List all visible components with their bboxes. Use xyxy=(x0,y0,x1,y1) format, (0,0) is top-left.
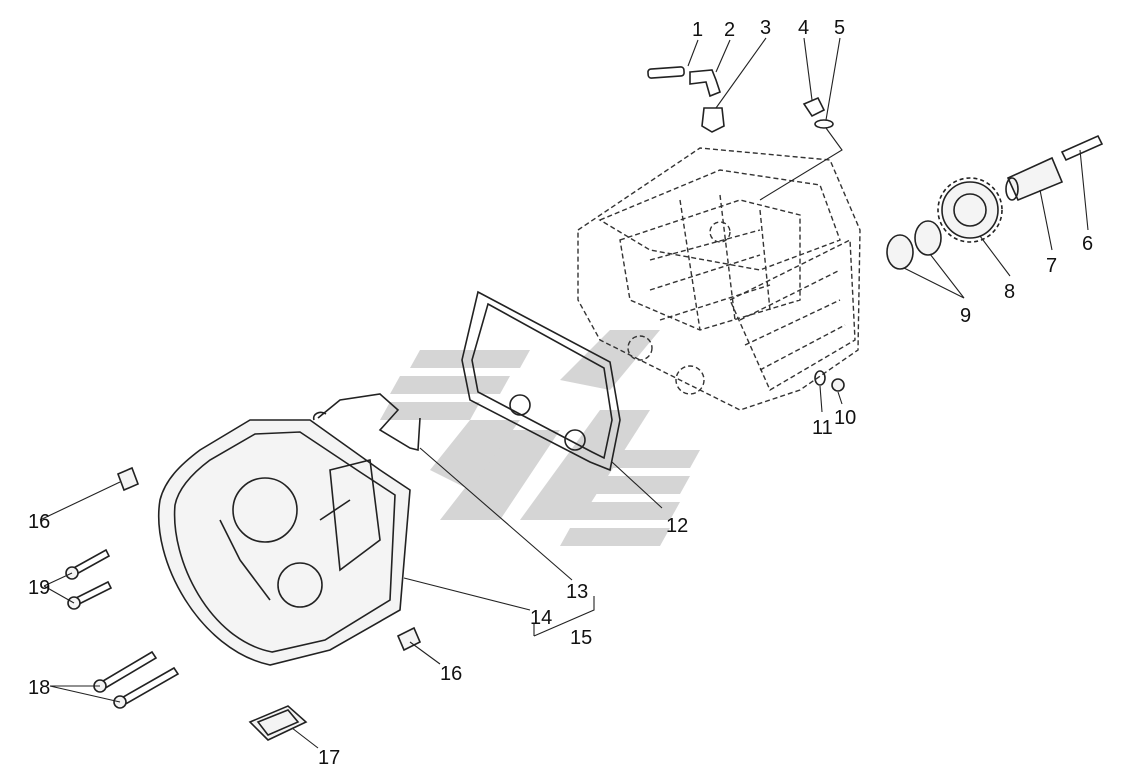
label-part-8: 8 xyxy=(1004,281,1015,303)
label-part-18: 18 xyxy=(28,677,50,699)
cap-part-16-lower xyxy=(396,626,422,652)
elbow-fitting-part-2 xyxy=(689,69,721,98)
label-part-12: 12 xyxy=(666,515,688,537)
bolt-part-19 xyxy=(65,548,113,610)
bolt-part-18 xyxy=(93,650,180,709)
watermark-logo xyxy=(380,330,700,546)
washer-part-11 xyxy=(814,370,826,386)
oil-pipe-part-13 xyxy=(312,393,421,452)
plug-part-4 xyxy=(802,96,826,118)
label-part-4: 4 xyxy=(798,17,809,39)
bearing-part-9 xyxy=(886,220,942,270)
label-part-3: 3 xyxy=(760,17,771,39)
label-part-13: 13 xyxy=(566,581,588,603)
clutch-housing-part-14 xyxy=(158,419,411,666)
label-part-1: 1 xyxy=(692,19,703,41)
label-part-15: 15 xyxy=(570,627,592,649)
washer-part-5 xyxy=(814,119,834,129)
label-part-19: 19 xyxy=(28,577,50,599)
label-part-16-lower: 16 xyxy=(440,663,462,685)
label-part-9: 9 xyxy=(960,305,971,327)
label-part-5: 5 xyxy=(834,17,845,39)
shaft-part-6 xyxy=(1060,134,1104,162)
label-part-17: 17 xyxy=(318,747,340,769)
breather-part-3 xyxy=(701,107,725,133)
leader-lines xyxy=(39,37,1089,749)
nut-part-10 xyxy=(831,378,845,392)
gearbox-housing xyxy=(577,147,861,411)
label-part-11: 11 xyxy=(812,417,833,439)
label-part-10: 10 xyxy=(834,407,856,429)
sleeve-part-7 xyxy=(1005,156,1064,202)
gear-part-8 xyxy=(937,177,1003,243)
label-part-7: 7 xyxy=(1046,255,1057,277)
gasket-part-12 xyxy=(461,290,621,472)
seal-part-17 xyxy=(248,705,308,741)
label-part-16-upper: 16 xyxy=(28,511,50,533)
label-part-6: 6 xyxy=(1082,233,1093,255)
pin-part-1 xyxy=(647,66,685,79)
label-part-2: 2 xyxy=(724,19,735,41)
cap-part-16-upper xyxy=(116,466,140,492)
label-part-14: 14 xyxy=(530,607,552,629)
